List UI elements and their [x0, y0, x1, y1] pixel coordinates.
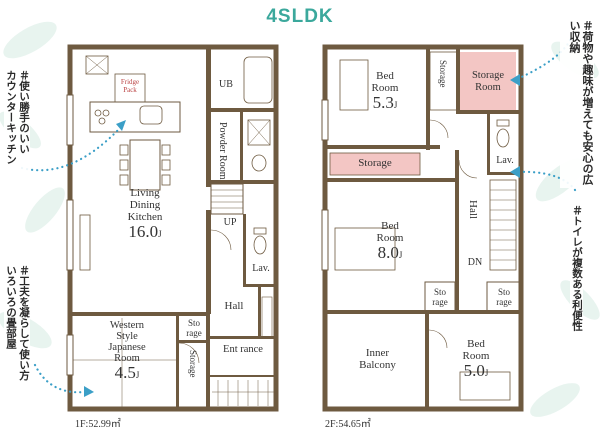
- callout-kitchen: ＃使い勝手のいい カウンターキッチン: [4, 70, 30, 210]
- bed2-unit: J: [398, 250, 403, 260]
- ldk-label: Living Dining Kitchen 16.0J: [100, 187, 190, 243]
- sto2-label-2f: Sto rage: [496, 287, 512, 307]
- callout-storage: ＃荷物や趣味が増えても安心の広い収納: [560, 20, 594, 188]
- ldk-line1: Living: [130, 187, 160, 199]
- japanese-room-label: Western Style Japanese Room 4.5J: [82, 320, 172, 384]
- storage-vert-label-2f: Storage: [438, 60, 448, 88]
- bed3-line2: Room: [462, 350, 490, 362]
- jp-line3: Japanese: [108, 342, 146, 353]
- balcony-line2: Balcony: [359, 359, 396, 371]
- entrance-label: Ent rance: [223, 344, 263, 355]
- ub-label: UB: [219, 79, 233, 90]
- plan-title: 4SLDK: [266, 6, 334, 27]
- bed1-size: 5.3: [372, 93, 394, 112]
- storage-vert-label-1f: Storage: [188, 350, 198, 378]
- fridge-label: Fridge Pack: [120, 78, 140, 94]
- bed2-line2: Room: [376, 232, 404, 244]
- dn-label: DN: [467, 257, 483, 268]
- callout-kitchen-line2: カウンターキッチン: [5, 70, 17, 165]
- powder-room-label: Powder Room: [217, 122, 228, 180]
- lav-label-2f: Lav.: [496, 155, 514, 166]
- callout-tatami-line1: ＃工夫を凝らして使い方: [18, 265, 30, 381]
- floor2-area: 2F:54.65㎡: [325, 419, 371, 430]
- callout-tatami-line2: いろいろの畳部屋: [5, 265, 17, 349]
- jp-line2: Style: [116, 331, 138, 342]
- lav-label-1f: Lav.: [252, 263, 270, 274]
- sto1-label-2f: Sto rage: [432, 287, 448, 307]
- floor2-plan: [321, 44, 524, 412]
- dining-table: [129, 139, 161, 191]
- storage-band-fill: [329, 152, 421, 176]
- storage-room-line2: Room: [475, 82, 501, 93]
- bedroom2-label: Bed Room 8.0J: [345, 220, 435, 264]
- bed3-size: 5.0: [463, 361, 485, 380]
- jp-size: 4.5: [114, 363, 136, 382]
- kitchen-counter: [89, 101, 181, 133]
- floor1-area: 1F:52.99㎡: [75, 419, 121, 430]
- ldk-size: 16.0: [128, 222, 159, 241]
- up-label: UP: [223, 217, 237, 228]
- jp-line1: Western: [109, 320, 145, 331]
- hall-label-1f: Hall: [224, 300, 244, 312]
- bed1-unit: J: [393, 100, 398, 110]
- storage-room-label: Storage Room: [460, 70, 516, 94]
- callout-tatami: ＃工夫を凝らして使い方 いろいろの畳部屋: [4, 265, 30, 425]
- bed3-unit: J: [484, 368, 489, 378]
- jp-unit: J: [135, 370, 140, 380]
- bedroom1-label: Bed Room 5.3J: [350, 70, 420, 114]
- bed2-line1: Bed: [381, 220, 399, 232]
- jp-line4: Room: [114, 353, 140, 364]
- fridge-box: [114, 73, 146, 103]
- bedroom3-label: Bed Room 5.0J: [440, 338, 512, 382]
- storage-room-line1: Storage: [471, 70, 505, 81]
- storage-band-label: Storage: [358, 157, 392, 169]
- bed1-line1: Bed: [376, 70, 394, 82]
- ldk-line3: Kitchen: [127, 211, 163, 223]
- inner-balcony-label: Inner Balcony: [335, 347, 420, 371]
- callout-kitchen-line1: ＃使い勝手のいい: [18, 70, 30, 154]
- balcony-line1: Inner: [365, 347, 390, 359]
- storage-room-fill: [460, 52, 516, 110]
- bed1-line2: Room: [371, 82, 399, 94]
- ldk-unit: J: [158, 229, 162, 239]
- bed3-line1: Bed: [467, 338, 485, 350]
- hall-label-2f: Hall: [467, 200, 479, 219]
- bed2-size: 8.0: [377, 243, 399, 262]
- callout-toilets: ＃トイレが複数ある利便性: [570, 205, 583, 375]
- ldk-line2: Dining: [129, 199, 161, 211]
- storage-small-label-1f: Sto rage: [186, 318, 202, 338]
